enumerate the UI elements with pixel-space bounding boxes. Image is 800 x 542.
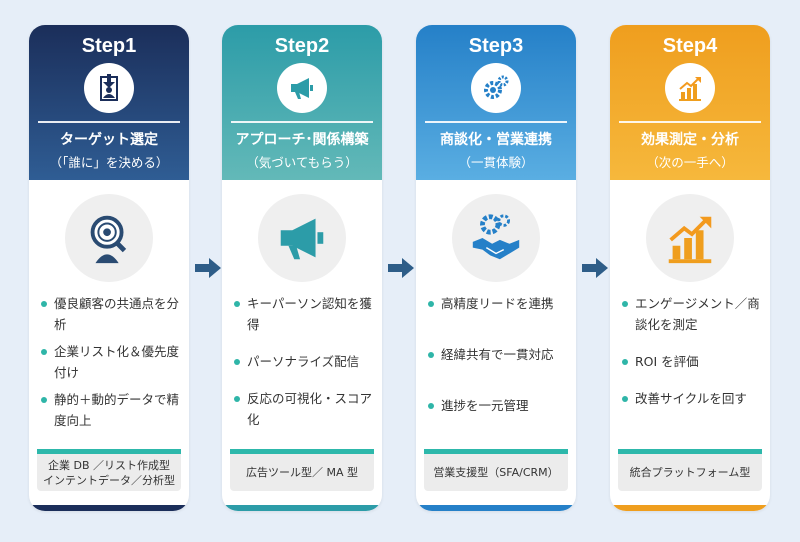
gears-icon [471,63,521,113]
step-title: 商談化・営業連携 [440,132,552,148]
list-item: キーパーソン認知を獲得 [234,293,374,335]
tool-type-box: 企業 DB ／リスト作成型インテントデータ／分析型 [37,449,181,491]
list-item: パーソナライズ配信 [234,351,374,372]
arrow-right-icon [582,258,608,278]
step-header: Step2 アプローチ･関係構築 （気づいてもらう） [222,25,382,180]
list-item: エンゲージメント／商談化を測定 [622,293,762,335]
step-subtitle: （次の一手へ） [646,155,734,170]
divider [619,121,761,123]
list-item: 優良顧客の共通点を分析 [41,293,181,335]
bottom-bar [222,505,382,511]
step-items: 優良顧客の共通点を分析企業リスト化＆優先度付け静的＋動的データで精度向上 [41,293,181,437]
divider [38,121,180,123]
step-title: アプローチ･関係構築 [235,132,369,148]
step-card: Step4 効果測定・分析 （次の一手へ） エンゲージメント／商談化を測定 ROI… [610,25,770,511]
step-items: キーパーソン認知を獲得パーソナライズ配信反応の可視化・スコア化 [234,293,374,446]
step-subtitle: （気づいてもらう） [246,155,358,170]
step-label: Step3 [468,35,524,57]
step-label: Step1 [81,35,137,57]
growth-chart-icon [665,63,715,113]
list-item: ROI を評価 [622,351,762,372]
step-subtitle: （一貫体験） [458,155,534,170]
tool-type-label: 広告ツール型／ MA 型 [245,466,358,479]
step-card: Step3 商談化・営業連携 （一貫体験） 高精度リードを連携経緯共有で一貫対応… [416,25,576,511]
step-label: Step2 [274,35,330,57]
step-card: Step2 アプローチ･関係構築 （気づいてもらう） キーパーソン認知を獲得パー… [222,25,382,511]
target-person-icon [84,63,134,113]
tool-type-box: 営業支援型（SFA/CRM） [424,449,568,491]
megaphone-icon [277,63,327,113]
tool-type-label: 企業 DB ／リスト作成型 [47,458,170,472]
step-card: Step1 ターゲット選定 （「誰に」を決める） 優良顧客の共通点を分析企業リス… [29,25,189,511]
bottom-bar [610,505,770,511]
tool-type-box: 広告ツール型／ MA 型 [230,449,374,491]
arrow-right-icon [388,258,414,278]
divider [231,121,373,123]
list-item: 反応の可視化・スコア化 [234,388,374,430]
list-item: 改善サイクルを回す [622,388,762,409]
handshake-gears-icon [452,194,540,282]
step-header: Step4 効果測定・分析 （次の一手へ） [610,25,770,180]
magnifier-person-icon [65,194,153,282]
step-items: エンゲージメント／商談化を測定 ROI を評価改善サイクルを回す [622,293,762,425]
list-item: 経緯共有で一貫対応 [428,344,568,365]
step-header: Step3 商談化・営業連携 （一貫体験） [416,25,576,180]
list-item: 高精度リードを連携 [428,293,568,314]
tool-type-label: インテントデータ／分析型 [43,473,175,487]
step-header: Step1 ターゲット選定 （「誰に」を決める） [29,25,189,180]
list-item: 企業リスト化＆優先度付け [41,341,181,383]
step-title: 効果測定・分析 [641,132,739,148]
tool-type-box: 統合プラットフォーム型 [618,449,762,491]
step-items: 高精度リードを連携経緯共有で一貫対応進捗を一元管理 [428,293,568,446]
growth-chart-icon [646,194,734,282]
tool-type-label: 営業支援型（SFA/CRM） [433,466,559,479]
arrow-right-icon [195,258,221,278]
list-item: 進捗を一元管理 [428,395,568,416]
bottom-bar [29,505,189,511]
list-item: 静的＋動的データで精度向上 [41,389,181,431]
step-label: Step4 [662,35,718,57]
step-title: ターゲット選定 [60,132,158,148]
bottom-bar [416,505,576,511]
divider [425,121,567,123]
megaphone-icon [258,194,346,282]
tool-type-label: 統合プラットフォーム型 [629,466,751,479]
step-subtitle: （「誰に」を決める） [49,155,169,170]
